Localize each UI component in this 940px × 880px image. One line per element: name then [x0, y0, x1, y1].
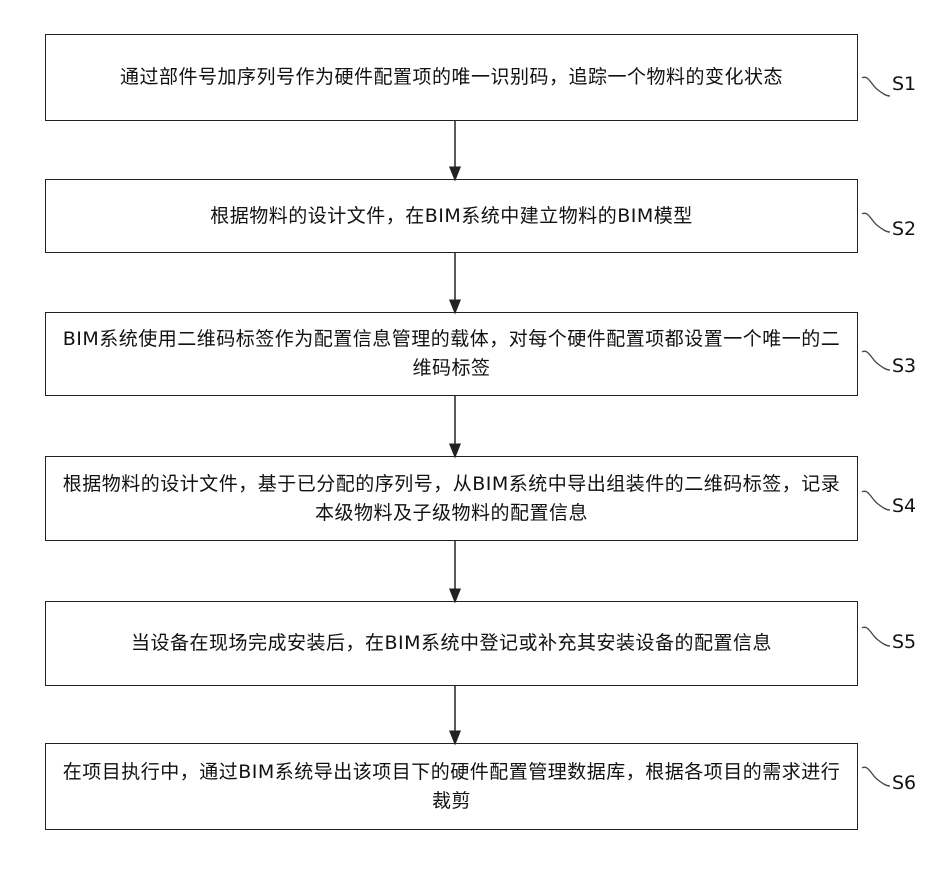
step-label-s2: S2 [892, 218, 916, 240]
step-box-s5: 当设备在现场完成安装后，在BIM系统中登记或补充其安装设备的配置信息 [45, 601, 858, 686]
step-label-s5: S5 [892, 631, 916, 653]
step-text-s4: 根据物料的设计文件，基于已分配的序列号，从BIM系统中导出组装件的二维码标签，记… [60, 470, 843, 528]
step-label-s4: S4 [892, 495, 916, 517]
step-label-s1: S1 [892, 73, 916, 95]
leader-s6 [862, 767, 890, 786]
leader-s3 [862, 351, 890, 370]
step-box-s3: BIM系统使用二维码标签作为配置信息管理的载体，对每个硬件配置项都设置一个唯一的… [45, 312, 858, 396]
step-box-s6: 在项目执行中，通过BIM系统导出该项目下的硬件配置管理数据库，根据各项目的需求进… [45, 743, 858, 830]
leader-s2 [862, 213, 890, 232]
leader-s5 [862, 627, 890, 646]
step-box-s4: 根据物料的设计文件，基于已分配的序列号，从BIM系统中导出组装件的二维码标签，记… [45, 456, 858, 541]
step-text-s1: 通过部件号加序列号作为硬件配置项的唯一识别码，追踪一个物料的变化状态 [120, 63, 783, 92]
leader-s4 [862, 491, 890, 510]
step-text-s2: 根据物料的设计文件，在BIM系统中建立物料的BIM模型 [210, 202, 693, 231]
step-label-s3: S3 [892, 355, 916, 377]
step-text-s6: 在项目执行中，通过BIM系统导出该项目下的硬件配置管理数据库，根据各项目的需求进… [60, 758, 843, 816]
leader-s1 [862, 77, 890, 96]
step-label-s6: S6 [892, 772, 916, 794]
step-text-s5: 当设备在现场完成安装后，在BIM系统中登记或补充其安装设备的配置信息 [131, 629, 772, 658]
step-text-s3: BIM系统使用二维码标签作为配置信息管理的载体，对每个硬件配置项都设置一个唯一的… [60, 325, 843, 383]
step-box-s2: 根据物料的设计文件，在BIM系统中建立物料的BIM模型 [45, 179, 858, 253]
step-box-s1: 通过部件号加序列号作为硬件配置项的唯一识别码，追踪一个物料的变化状态 [45, 34, 858, 121]
